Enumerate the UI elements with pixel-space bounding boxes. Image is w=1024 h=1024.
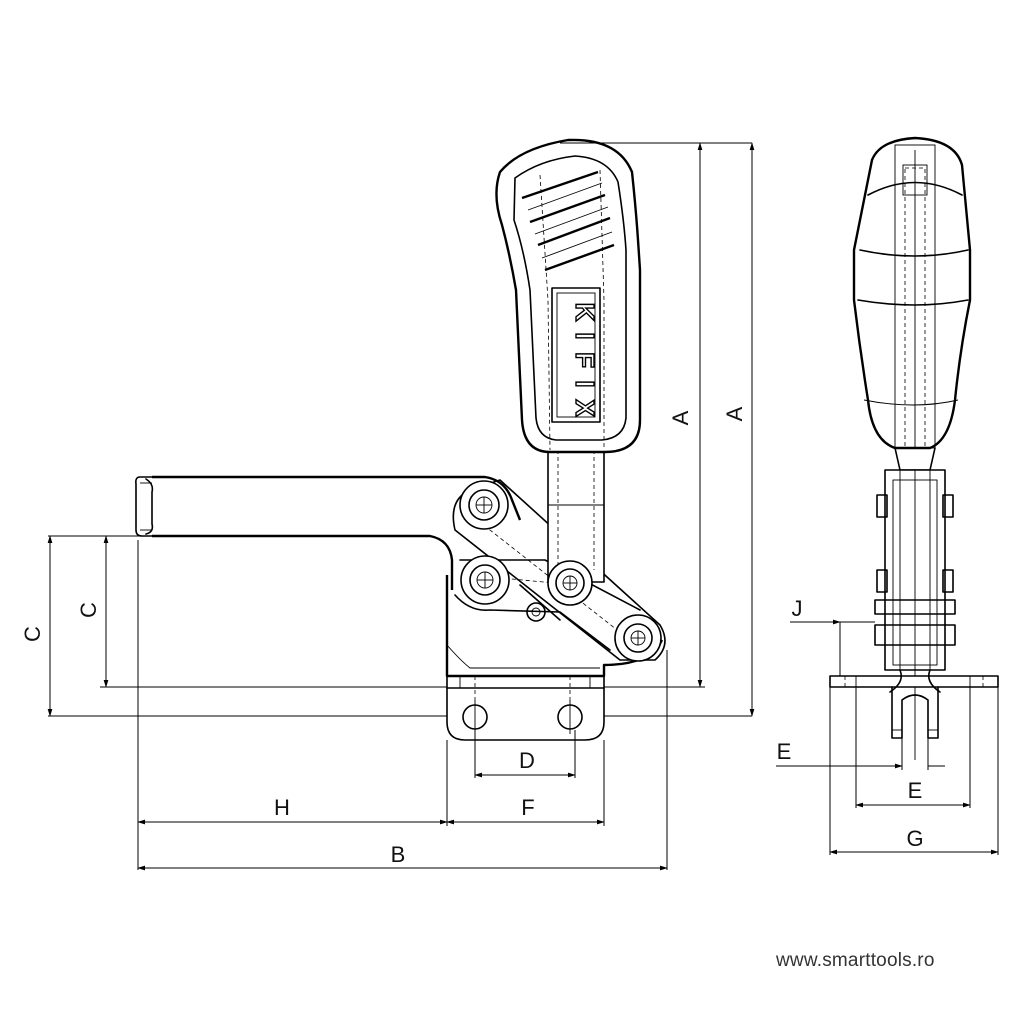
dim-label-D: D bbox=[519, 748, 535, 773]
handle-stem bbox=[547, 449, 605, 583]
pivot-pins bbox=[459, 480, 662, 662]
dim-label-A-outer: A bbox=[722, 406, 747, 421]
clamp-arm bbox=[135, 475, 522, 590]
handle-logo-letter-3: F bbox=[570, 352, 600, 368]
dim-label-E-width: E bbox=[908, 778, 923, 803]
handle-logo-letter-5: X bbox=[570, 399, 600, 417]
dimension-lines bbox=[47, 142, 999, 871]
dim-label-J: J bbox=[792, 596, 803, 621]
front-base-plate bbox=[829, 675, 999, 688]
dim-label-F: F bbox=[521, 795, 534, 820]
dim-label-C-outer: C bbox=[20, 626, 45, 642]
dim-label-H: H bbox=[274, 795, 290, 820]
front-clamp-fork bbox=[889, 669, 941, 739]
pivot-pin-top bbox=[459, 480, 509, 530]
front-linkage bbox=[874, 447, 956, 760]
dimension-labels: A A C C H F B D J E E G bbox=[20, 406, 924, 867]
handle-logo-letter-1: K bbox=[570, 303, 600, 322]
dim-label-C-inner: C bbox=[76, 602, 101, 618]
dim-label-E-slot: E bbox=[777, 739, 792, 764]
dim-label-A-inner: A bbox=[668, 410, 693, 425]
dim-label-B: B bbox=[391, 842, 406, 867]
website-credit: www.smarttools.ro bbox=[776, 950, 935, 971]
handle-logo: K I F I X bbox=[569, 302, 600, 418]
pivot-pin-center bbox=[547, 560, 593, 606]
side-view: K I F I X bbox=[135, 138, 666, 741]
handle-logo-letter-2: I bbox=[570, 332, 600, 339]
handle-logo-letter-4: I bbox=[570, 380, 600, 387]
stop-screw bbox=[526, 602, 546, 622]
front-view bbox=[829, 136, 999, 760]
dim-label-G: G bbox=[906, 826, 923, 851]
front-handle bbox=[852, 136, 972, 450]
pivot-pin-right bbox=[614, 614, 662, 662]
pivot-pin-left bbox=[460, 555, 510, 605]
handle-grip bbox=[495, 138, 642, 454]
